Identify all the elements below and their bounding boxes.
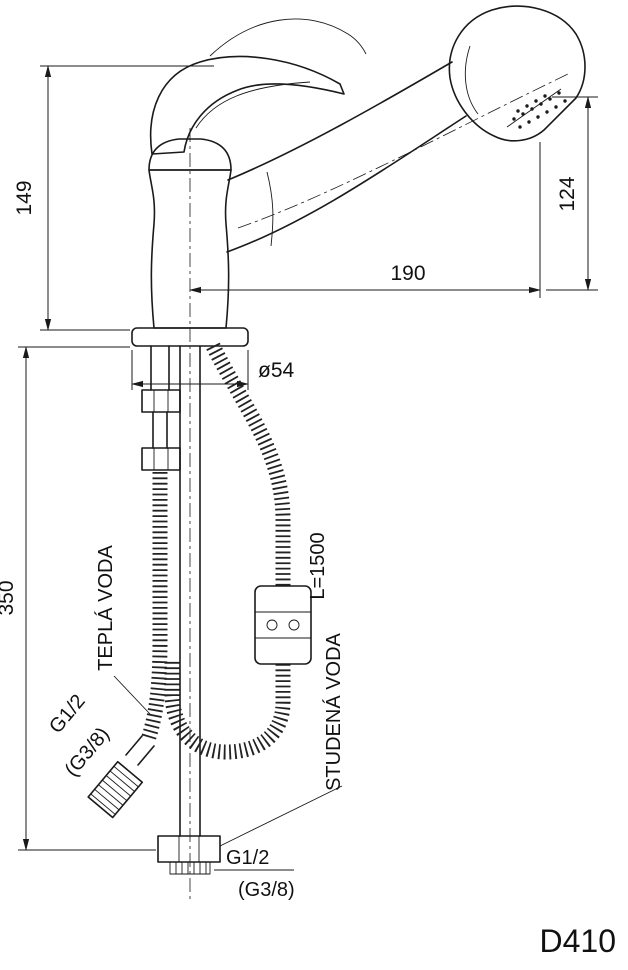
bottom-fitting — [157, 835, 221, 875]
handle-phantom-arc — [209, 18, 367, 57]
dim-hose-length-label: L=1500 — [307, 532, 329, 599]
dim-hose-length: L=1500 — [307, 532, 329, 599]
hose-weight — [254, 585, 312, 665]
spray-hose — [164, 342, 291, 760]
hot-water-label: TEPLÁ VODA — [94, 545, 117, 671]
dim-under-counter-depth: 350 — [0, 346, 156, 851]
dim-height-label: 149 — [13, 180, 36, 215]
hot-water-fitting — [87, 735, 155, 819]
dim-total-height: 149 — [13, 65, 214, 331]
centerline-spout — [237, 73, 569, 229]
hot-water-hose — [140, 345, 181, 743]
dim-base-diameter: ø54 — [131, 350, 295, 390]
lever-handle — [149, 18, 367, 155]
dim-base-diameter-label: ø54 — [258, 359, 295, 382]
spray-face-line — [506, 88, 562, 128]
spray-nozzle-holes — [512, 91, 567, 129]
bottom-thread-callout: G1/2 (G3/8) — [214, 847, 295, 901]
dim-reach-label: 190 — [390, 262, 425, 285]
hot-thread-label: G1/2 — [45, 690, 90, 737]
hot-thread-callout: G1/2 (G3/8) — [45, 690, 114, 780]
dim-depth-label: 350 — [0, 580, 18, 615]
cold-water-callout: STUDENÁ VODA — [219, 632, 345, 847]
hot-thread-alt-label: (G3/8) — [61, 723, 114, 781]
dim-spout-reach: 190 — [189, 142, 541, 298]
model-number: D410 — [540, 923, 617, 959]
bottom-thread-alt-label: (G3/8) — [238, 879, 295, 901]
bottom-thread-label: G1/2 — [226, 847, 269, 869]
dim-outlet-height: 124 — [546, 96, 598, 291]
hot-water-callout: TEPLÁ VODA — [94, 545, 151, 715]
spout — [226, 61, 467, 253]
dim-outlet-height-label: 124 — [556, 176, 579, 211]
cold-water-label: STUDENÁ VODA — [322, 632, 345, 790]
spray-head — [448, 5, 586, 142]
